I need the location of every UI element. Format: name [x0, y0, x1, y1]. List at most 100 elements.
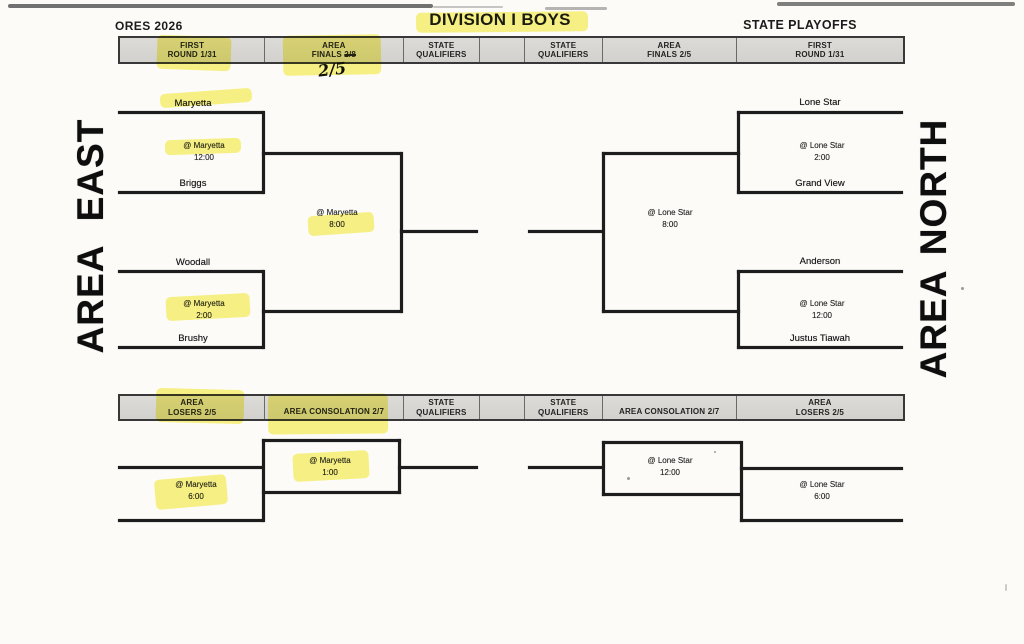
bracket-line	[737, 346, 903, 349]
game-info-east-semifinal-top: @ Maryetta 12:00	[183, 140, 224, 164]
game-venue: @ Lone Star	[799, 141, 845, 150]
team-name: Justus Tiawah	[789, 333, 851, 344]
header-line: STATE	[428, 398, 455, 407]
bracket-line	[398, 466, 478, 469]
area-label-left: AREA	[70, 244, 111, 354]
bracket-line	[737, 270, 740, 349]
column-header-area-finals-right: AREA FINALS 2/5	[603, 38, 737, 62]
header-line: STATE	[550, 398, 577, 407]
column-header-area-consolation-right: AREA CONSOLATION 2/7	[603, 396, 737, 419]
game-info-east-semifinal-bottom: @ Maryetta 2:00	[183, 298, 224, 322]
struck-date: 2/8	[344, 50, 357, 59]
column-header-area-losers-left: AREA LOSERS 2/5	[120, 396, 266, 419]
scan-streak	[8, 4, 433, 8]
bracket-line	[262, 439, 265, 522]
bracket-line	[118, 111, 264, 114]
bracket-line	[262, 310, 402, 313]
header-word: FINALS	[311, 50, 342, 59]
team-name: Anderson	[799, 256, 841, 267]
column-header-area-losers-right: AREA LOSERS 2/5	[737, 396, 903, 419]
header-line: QUALIFIERS	[416, 50, 467, 59]
header-line: STATE	[428, 40, 455, 50]
game-venue: @ Maryetta	[183, 299, 225, 308]
bracket-line	[740, 441, 743, 522]
bracket-line	[737, 191, 903, 194]
game-info-north-area-final: @ Lone Star 8:00	[647, 207, 692, 231]
team-name: Woodall	[175, 257, 211, 268]
page-subtitle: STATE PLAYOFFS	[743, 18, 857, 32]
bracket-line	[118, 346, 264, 349]
page-code: ORES 2026	[115, 19, 183, 33]
column-header-empty	[480, 38, 525, 62]
bracket-line	[602, 152, 740, 155]
game-time: 12:00	[193, 153, 215, 162]
header-line: QUALIFIERS	[538, 50, 589, 59]
game-time: 2:00	[196, 311, 212, 320]
game-info-east-area-final: @ Maryetta 8:00	[316, 207, 357, 231]
bracket-line	[528, 466, 604, 469]
game-time: 6:00	[814, 492, 830, 501]
game-time: 1:00	[322, 468, 338, 477]
bracket-line	[262, 152, 402, 155]
bracket-line	[602, 441, 741, 444]
game-info-north-semifinal-bottom: @ Lone Star 12:00	[799, 298, 844, 322]
column-header-state-qualifiers-right: STATE QUALIFIERS	[525, 38, 603, 62]
bracket-line	[262, 491, 401, 494]
handwritten-date: 2/5	[316, 58, 348, 81]
scan-streak	[433, 6, 503, 8]
round-header-table-top: FIRST ROUND 1/31 AREA FINALS 2/8 STATE Q…	[118, 36, 905, 64]
bracket-line	[602, 441, 605, 496]
column-header-state-qualifiers-right-bottom: STATE QUALIFIERS	[525, 396, 603, 419]
region-label-north: NORTH	[913, 118, 954, 256]
bracket-line	[602, 152, 605, 313]
game-info-east-consolation: @ Maryetta 1:00	[309, 455, 350, 479]
game-time: 12:00	[659, 468, 681, 477]
bracket-line	[118, 466, 264, 469]
header-line: FINALS 2/8	[312, 50, 356, 60]
game-time: 8:00	[329, 220, 345, 229]
team-name: Grand View	[795, 178, 845, 189]
bracket-line	[118, 270, 264, 273]
scan-speck	[1005, 584, 1007, 591]
game-venue: @ Maryetta	[316, 208, 358, 217]
header-line: QUALIFIERS	[416, 407, 467, 417]
game-info-north-semifinal-top: @ Lone Star 2:00	[799, 140, 844, 164]
bracket-line	[528, 230, 602, 233]
bracket-line	[737, 270, 903, 273]
round-header-table-bottom: AREA LOSERS 2/5 AREA CONSOLATION 2/7 STA…	[118, 394, 905, 421]
header-line: FIRST	[180, 40, 205, 50]
header-line: FIRST	[807, 40, 832, 50]
column-header-first-round-right: FIRST ROUND 1/31	[737, 38, 903, 62]
header-line: AREA	[322, 40, 346, 50]
game-time: 8:00	[662, 220, 678, 229]
game-info-east-losers: @ Maryetta 6:00	[175, 479, 216, 503]
bracket-line	[740, 467, 903, 470]
page-title: DIVISION I BOYS	[429, 10, 571, 29]
column-header-state-qualifiers-left-bottom: STATE QUALIFIERS	[404, 396, 481, 419]
header-line: AREA	[180, 398, 204, 407]
scan-speck	[627, 477, 630, 480]
column-header-empty	[480, 396, 525, 419]
header-line: AREA	[808, 398, 832, 407]
header-line: QUALIFIERS	[538, 407, 589, 417]
team-name: Brushy	[178, 333, 208, 344]
column-header-state-qualifiers-left: STATE QUALIFIERS	[404, 38, 481, 62]
header-line: AREA CONSOLATION 2/7	[618, 406, 720, 416]
header-line: FINALS 2/5	[647, 50, 692, 59]
bracket-line	[118, 519, 264, 522]
region-label-east: EAST	[70, 118, 111, 222]
bracket-line	[737, 111, 903, 114]
game-venue: @ Maryetta	[183, 141, 225, 150]
bracket-line	[118, 191, 264, 194]
header-line: ROUND 1/31	[167, 50, 217, 59]
column-header-area-finals-left: AREA FINALS 2/8	[265, 38, 404, 62]
game-time: 2:00	[814, 153, 830, 162]
scan-streak	[777, 2, 1015, 6]
game-venue: @ Lone Star	[799, 480, 845, 489]
area-label-right: AREA	[913, 269, 954, 379]
header-line: LOSERS 2/5	[795, 407, 845, 417]
header-line: STATE	[550, 40, 577, 50]
team-name: Briggs	[179, 178, 207, 189]
team-name: Lone Star	[799, 97, 841, 108]
